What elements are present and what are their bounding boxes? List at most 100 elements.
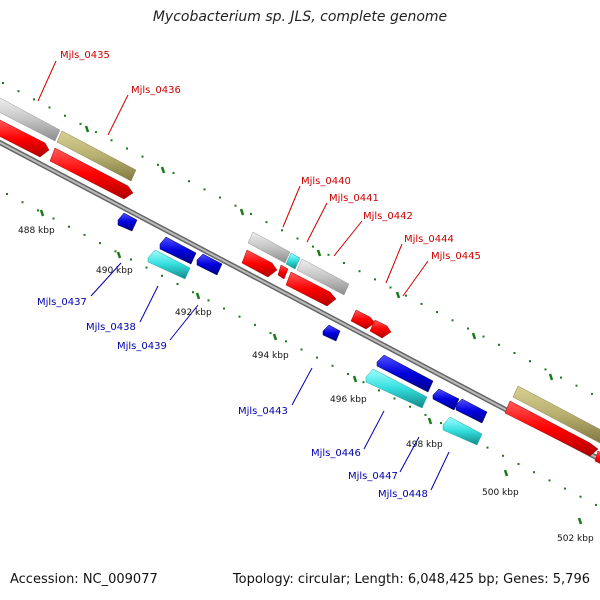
tick-dot xyxy=(254,323,256,326)
tick-mark xyxy=(427,417,433,425)
gene-blue-0443 xyxy=(322,324,341,342)
tick-dot xyxy=(300,348,303,351)
gene-label: Mjls_0442 xyxy=(363,211,413,222)
gene-blue-0447b xyxy=(455,398,488,424)
tick-dot xyxy=(161,274,163,277)
gene-cyan-0438 xyxy=(147,249,191,280)
genome-backbone xyxy=(0,139,600,463)
tick-dot xyxy=(48,106,51,109)
tick-dot xyxy=(207,299,210,302)
gene-blue-0447a xyxy=(432,388,460,411)
gene-khaki-right xyxy=(512,385,600,444)
tick-mark xyxy=(39,209,45,217)
gene-label: Mjls_0447 xyxy=(348,471,398,482)
tick-dot xyxy=(405,294,407,297)
tick-dot xyxy=(99,242,101,245)
tick-dot xyxy=(79,122,82,125)
tick-mark xyxy=(577,517,583,525)
gene-cyan-0446 xyxy=(365,368,428,409)
tick-label: 498 kbp xyxy=(406,440,443,450)
tick-mark xyxy=(116,251,122,259)
bottom-callouts xyxy=(90,262,450,491)
tick-dot xyxy=(343,262,345,264)
tick-dot xyxy=(378,389,380,392)
top-strand-genes xyxy=(0,97,600,444)
tick-dot xyxy=(548,479,551,482)
tick-dot xyxy=(33,98,35,101)
gene-label: Mjls_0437 xyxy=(37,297,87,308)
tick-dot xyxy=(219,196,221,199)
tick-dot xyxy=(517,463,520,465)
tick-mark xyxy=(503,469,509,477)
gene-label: Mjls_0439 xyxy=(117,341,167,352)
tick-dot xyxy=(126,147,128,150)
tick-dot xyxy=(157,163,159,166)
tick-dots xyxy=(2,82,597,506)
topology-summary: Topology: circular; Length: 6,048,425 bp… xyxy=(232,572,590,587)
map-title: Mycobacterium sp. JLS, complete genome xyxy=(152,9,448,25)
tick-dot xyxy=(203,188,206,191)
tick-dot xyxy=(358,270,361,273)
tick-dot xyxy=(544,368,547,371)
tick-dot xyxy=(424,413,427,416)
tick-dot xyxy=(68,225,70,228)
tick-label: 490 kbp xyxy=(96,266,133,276)
gene-blue-0437 xyxy=(117,212,138,232)
tick-dot xyxy=(486,446,489,449)
tick-dot xyxy=(312,245,314,248)
cds-arrow xyxy=(350,309,376,330)
tick-dots-outer xyxy=(2,82,593,395)
gene-label: Mjls_0440 xyxy=(301,176,351,187)
tick-dot xyxy=(21,201,24,204)
tick-dot xyxy=(110,139,113,142)
accession-text: Accession: NC_009077 xyxy=(10,572,158,587)
tick-dot xyxy=(95,131,97,134)
tick-label: 500 kbp xyxy=(482,488,519,498)
gene-label: Mjls_0435 xyxy=(60,50,110,61)
tick-dot xyxy=(141,155,144,158)
tick-dot xyxy=(176,283,179,285)
gene-label: Mjls_0445 xyxy=(431,251,481,262)
gene-label: Mjls_0444 xyxy=(404,234,454,245)
tick-label: 496 kbp xyxy=(330,395,367,405)
tick-dot xyxy=(172,172,175,174)
tick-dot xyxy=(498,343,500,346)
tick-dot xyxy=(451,319,454,322)
tick-dots-inner xyxy=(6,193,597,506)
bottom-gene-labels: Mjls_0437 Mjls_0438 Mjls_0439 Mjls_0443 … xyxy=(37,297,428,500)
tick-dot xyxy=(362,381,365,384)
cds-arrow xyxy=(504,400,599,457)
gene-blue-0439 xyxy=(196,253,223,276)
cds-arrow xyxy=(0,119,50,158)
tick-dot xyxy=(579,495,582,498)
gene-grey-0440 xyxy=(247,231,291,264)
tick-dot xyxy=(529,360,531,363)
tick-dot xyxy=(564,487,566,490)
tick-dot xyxy=(250,212,252,215)
upper-ruler-ticks xyxy=(84,125,554,381)
tick-dot xyxy=(331,364,334,367)
tick-dot xyxy=(560,376,562,379)
cds-arrow xyxy=(277,264,289,280)
tick-dot xyxy=(281,229,283,232)
tick-dot xyxy=(595,503,597,506)
tick-label: 488 kbp xyxy=(18,226,55,236)
tick-dot xyxy=(513,352,516,354)
gene-cyan-0441 xyxy=(285,252,301,270)
tick-dot xyxy=(223,307,225,310)
tick-dot xyxy=(52,217,55,220)
tick-dot xyxy=(482,335,485,338)
tick-dot xyxy=(265,221,268,224)
tick-dot xyxy=(269,332,272,335)
tick-dot xyxy=(285,340,287,343)
tick-dot xyxy=(436,311,438,314)
gene-label: Mjls_0448 xyxy=(378,489,428,500)
gene-khaki-0436 xyxy=(56,130,137,182)
tick-dot xyxy=(130,258,132,261)
tick-dot xyxy=(393,397,396,400)
tick-dot xyxy=(502,454,504,457)
top-gene-labels: Mjls_0435 Mjls_0436 Mjls_0440 Mjls_0441 … xyxy=(60,50,481,262)
tick-dot xyxy=(467,327,469,330)
tick-dot xyxy=(145,266,148,269)
tick-dot xyxy=(409,405,411,408)
